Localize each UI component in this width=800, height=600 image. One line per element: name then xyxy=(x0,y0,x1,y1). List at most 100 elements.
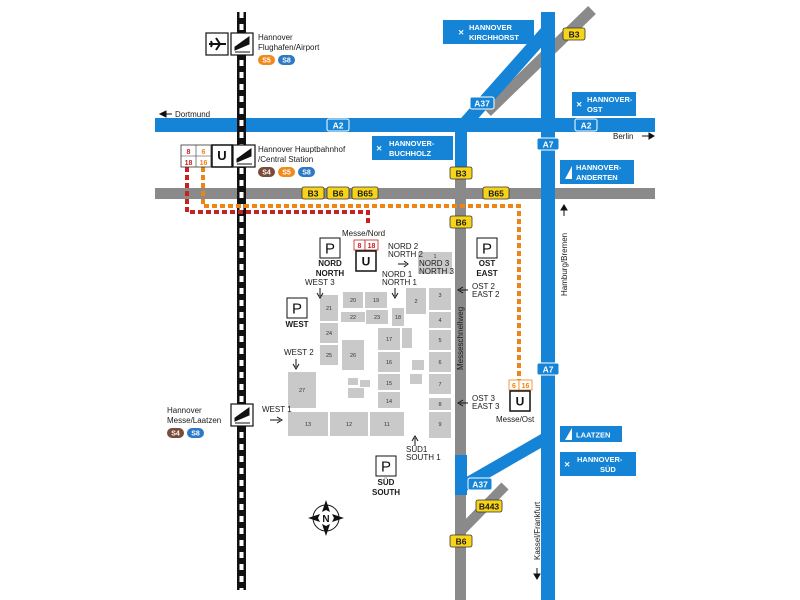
svg-text:/Central Station: /Central Station xyxy=(258,155,313,164)
entrance-west-2: WEST 2 xyxy=(284,348,314,370)
svg-text:18: 18 xyxy=(185,160,193,167)
svg-text:8: 8 xyxy=(187,149,191,156)
svg-text:Hannover: Hannover xyxy=(258,33,293,42)
direction-hamburg-bremen: Hamburg/Bremen xyxy=(560,204,569,296)
hall-1-label: 1 xyxy=(433,254,436,260)
road-tag-b65-west: B65 xyxy=(351,186,379,200)
svg-text:S5: S5 xyxy=(262,58,271,65)
svg-text:OST 2: OST 2 xyxy=(472,282,496,291)
svg-text:SÜD1: SÜD1 xyxy=(406,445,428,454)
entrance-nord-3: NORD 3 NORTH 3 xyxy=(419,259,455,276)
hall-14-label: 14 xyxy=(386,399,392,405)
hall-15-label: 15 xyxy=(386,381,392,387)
hall-6-label: 6 xyxy=(438,360,441,366)
road-tag-b6-west: B6 xyxy=(326,186,350,200)
messeschnellweg-label: Messeschnellweg xyxy=(456,307,465,370)
svg-text:EAST 3: EAST 3 xyxy=(472,402,500,411)
hall-8-label: 8 xyxy=(438,402,441,408)
svg-text:Messe/Nord: Messe/Nord xyxy=(342,229,385,238)
parking-icon: P xyxy=(325,241,335,258)
hall-26-label: 26 xyxy=(350,353,356,359)
road-tag-a7-south: A7 xyxy=(536,362,560,376)
svg-text:B3: B3 xyxy=(456,169,467,179)
svg-text:Messe/Ost: Messe/Ost xyxy=(496,415,535,424)
svg-text:HANNOVER-: HANNOVER- xyxy=(389,139,435,148)
svg-text:B3: B3 xyxy=(308,189,319,199)
plane-icon xyxy=(209,37,226,51)
road-tag-b443: B443 xyxy=(475,499,503,513)
svg-text:KIRCHHORST: KIRCHHORST xyxy=(469,33,519,42)
svg-text:HANNOVER-: HANNOVER- xyxy=(576,163,622,172)
hall-17-label: 17 xyxy=(386,337,392,343)
svg-text:A2: A2 xyxy=(333,121,344,131)
arrow-icon xyxy=(391,288,399,299)
svg-text:WEST 2: WEST 2 xyxy=(284,348,314,357)
svg-text:SOUTH: SOUTH xyxy=(372,488,400,497)
sign-laatzen: LAATZEN xyxy=(560,426,622,442)
svg-text:WEST 3: WEST 3 xyxy=(305,278,335,287)
train-icon xyxy=(234,407,250,424)
svg-text:S5: S5 xyxy=(282,170,291,177)
exhibition-halls xyxy=(288,252,452,438)
svg-text:Berlin: Berlin xyxy=(613,132,633,141)
direction-kassel-frankfurt: Kassel/Frankfurt xyxy=(533,501,542,580)
sign-hannover-kirchhorst: ✕ HANNOVER KIRCHHORST xyxy=(443,20,534,44)
hall-25-label: 25 xyxy=(326,353,332,359)
compass-north-label: N xyxy=(322,514,329,525)
svg-text:NORD: NORD xyxy=(318,259,342,268)
entrance-west-3: WEST 3 xyxy=(305,278,335,299)
road-tag-b6-north: B6 xyxy=(449,215,473,229)
road-tag-b65-east: B65 xyxy=(482,186,510,200)
svg-text:16: 16 xyxy=(200,160,208,167)
svg-text:A7: A7 xyxy=(543,140,554,150)
motorway-a37-north-stub xyxy=(455,120,467,170)
svg-text:B6: B6 xyxy=(456,537,467,547)
hall-21-label: 21 xyxy=(326,306,332,312)
parking-west: P WEST xyxy=(285,297,309,329)
svg-text:WEST: WEST xyxy=(285,320,308,329)
road-tag-a2-east: A2 xyxy=(574,118,598,132)
motorway-a2 xyxy=(155,118,655,132)
hall-20-label: 20 xyxy=(350,298,356,304)
svg-text:SÜD: SÜD xyxy=(378,478,395,487)
hall-11-label: 11 xyxy=(384,422,390,428)
hall-9-label: 9 xyxy=(438,422,441,428)
entrance-ost-2: OST 2 EAST 2 xyxy=(457,282,500,299)
sign-hannover-buchholz: ✕ HANNOVER- BUCHHOLZ xyxy=(372,136,453,160)
hall-13-label: 13 xyxy=(305,422,311,428)
arrow-icon xyxy=(642,132,655,140)
svg-text:6: 6 xyxy=(202,149,206,156)
svg-text:HANNOVER: HANNOVER xyxy=(469,23,513,32)
motorway-junction-icon: ✕ xyxy=(576,100,582,109)
arrow-icon xyxy=(560,204,568,216)
hall-numbers: 1 2 3 4 5 6 7 8 9 11 12 13 14 15 16 17 1… xyxy=(299,254,442,428)
svg-text:Hannover: Hannover xyxy=(167,406,202,415)
svg-text:NORD 1: NORD 1 xyxy=(382,270,413,279)
arrow-icon xyxy=(316,288,324,299)
station-messe-laatzen: Hannover Messe/Laatzen S4 S8 xyxy=(167,403,254,438)
svg-text:B443: B443 xyxy=(479,502,500,512)
road-tag-b3-middle: B3 xyxy=(449,166,473,180)
svg-text:A2: A2 xyxy=(581,121,592,131)
arrow-icon xyxy=(158,110,172,118)
road-tag-a7-north: A7 xyxy=(536,137,560,151)
svg-text:NORD 2: NORD 2 xyxy=(388,242,419,251)
svg-text:OST: OST xyxy=(479,259,496,268)
train-icon xyxy=(236,148,252,165)
hall-7-label: 7 xyxy=(438,382,441,388)
train-icon xyxy=(234,36,250,53)
station-airport: Hannover Flughafen/Airport S5 S8 xyxy=(205,32,320,65)
svg-text:BUCHHOLZ: BUCHHOLZ xyxy=(389,149,431,158)
motorway-junction-icon: ✕ xyxy=(458,28,464,37)
svg-text:Hamburg/Bremen: Hamburg/Bremen xyxy=(560,233,569,296)
u-bahn-icon: U xyxy=(516,395,525,409)
arrow-icon xyxy=(270,416,283,424)
svg-text:HANNOVER-: HANNOVER- xyxy=(587,95,633,104)
u-bahn-icon: U xyxy=(362,255,371,269)
svg-text:NORTH 1: NORTH 1 xyxy=(382,278,418,287)
road-messeschnellweg xyxy=(455,118,466,600)
arrow-icon xyxy=(398,260,409,268)
svg-text:S8: S8 xyxy=(302,170,311,177)
u-bahn-icon: U xyxy=(217,148,226,163)
direction-berlin: Berlin xyxy=(613,132,655,141)
